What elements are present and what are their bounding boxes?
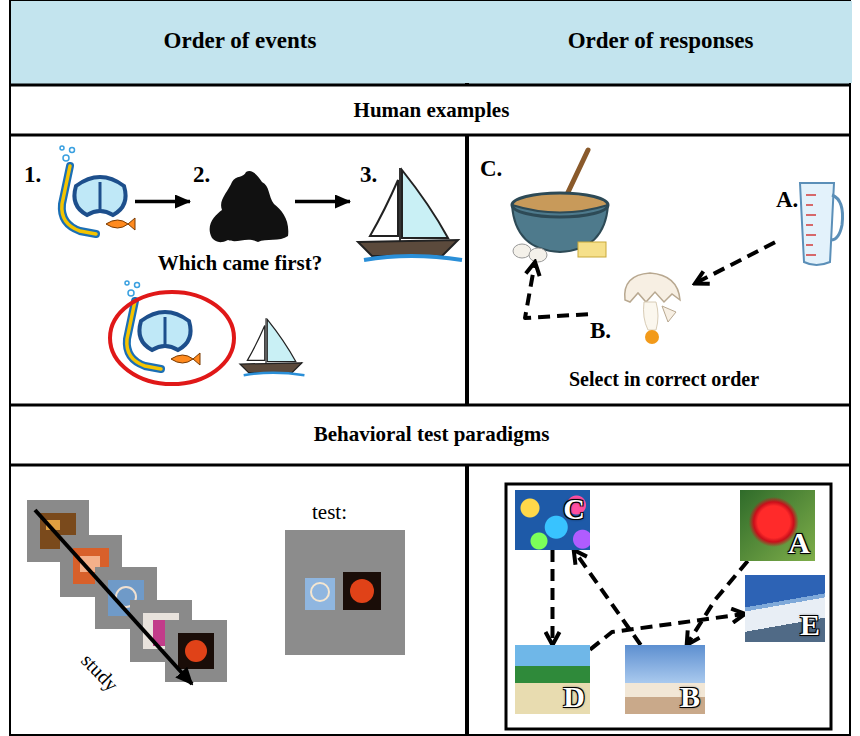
photo-letter: C (563, 492, 585, 526)
selection-circle (110, 292, 234, 384)
event-item: 1. (20, 158, 135, 245)
measuring-cup-icon (800, 183, 843, 265)
response-item: C. (478, 150, 612, 262)
table-cell: Select in correct order C. A. B. (469, 137, 849, 403)
panel-label: test: (312, 500, 347, 525)
item-number: 2. (193, 162, 210, 188)
header-cell: Order of events (11, 1, 469, 83)
response-item: A. (775, 175, 848, 272)
snorkel-icon (60, 146, 135, 234)
photo-letter: E (800, 608, 820, 642)
photo-card: C (515, 490, 590, 550)
sequence-arrow (525, 262, 588, 318)
table-cell: study test: (11, 467, 466, 735)
photo-letter: B (680, 680, 700, 714)
photo-letter: D (563, 680, 585, 714)
sequence-arrow (687, 561, 748, 645)
test-display (285, 530, 405, 655)
item-number: 3. (360, 162, 377, 188)
photo-card: D (515, 645, 590, 714)
arrow-label: study (76, 649, 123, 696)
sailboat-choice (240, 318, 304, 375)
table-cell: Which came first? 1. 2. 3. (11, 137, 466, 403)
item-letter: B. (590, 318, 611, 344)
response-item: B. (588, 272, 695, 350)
item-letter: C. (480, 156, 502, 182)
response-frame (506, 484, 831, 729)
column-heading: Order of events (11, 28, 469, 54)
event-item: 2. (190, 158, 295, 245)
item-letter: A. (776, 187, 798, 213)
photo-letter: A (788, 526, 810, 560)
section-band: Behavioral test paradigms (11, 407, 852, 463)
sequence-arrow (551, 550, 555, 645)
photo-card: A (740, 490, 815, 561)
column-heading: Order of responses (469, 28, 852, 54)
header-cell: Order of responses (469, 1, 852, 83)
photo-card: B (625, 645, 705, 714)
cracked-egg-icon (625, 273, 680, 344)
sequence-arrow (135, 200, 190, 204)
section-heading: Human examples (11, 98, 852, 123)
question-text: Which came first? (107, 251, 373, 276)
masked-event (210, 171, 289, 242)
sequence-arrow (695, 242, 775, 283)
item-number: 1. (24, 162, 41, 188)
instruction-text: Select in correct order (514, 368, 814, 391)
event-item: 3. (350, 158, 460, 245)
mixing-bowl-icon (512, 150, 608, 262)
section-band: Human examples (11, 87, 852, 133)
section-heading: Behavioral test paradigms (11, 422, 852, 447)
photo-card: E (745, 575, 825, 642)
sequence-arrow (295, 200, 350, 204)
study-sequence (27, 500, 227, 684)
